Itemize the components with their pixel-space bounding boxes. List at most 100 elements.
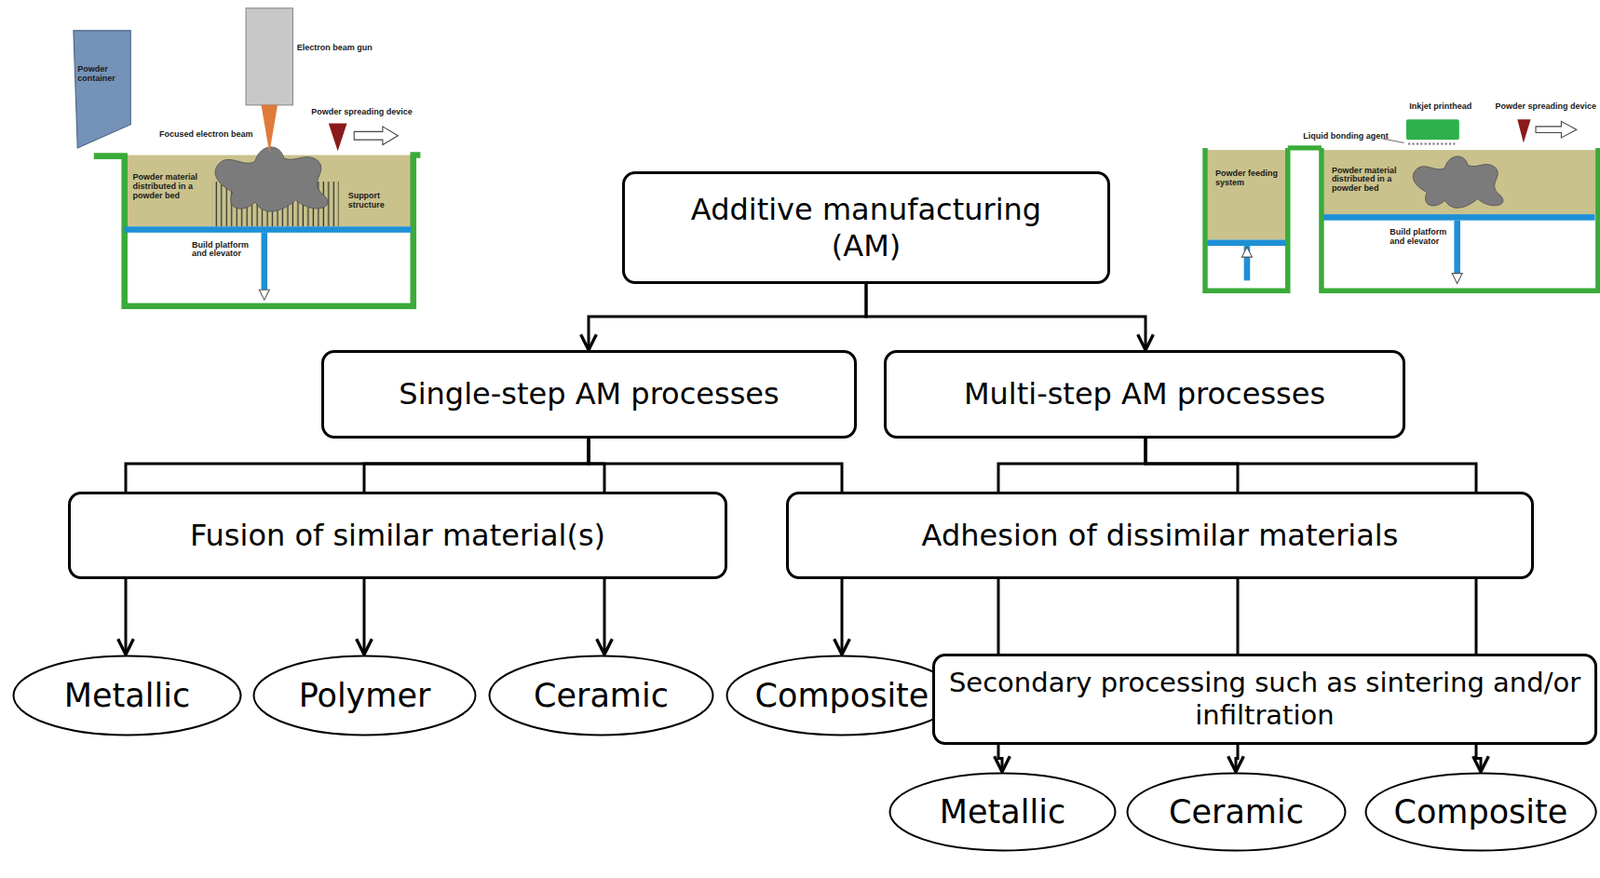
connector-arrow (998, 745, 1003, 773)
figure-label: Powder spreading device (1494, 102, 1597, 112)
material-label: Composite (755, 676, 930, 716)
oval-outline (890, 773, 1116, 852)
connector-arrow (588, 284, 867, 351)
binder-droplets (1408, 142, 1458, 145)
figure-label: Electron beam gun (297, 43, 373, 54)
figure-label: Liquid bonding agent (1302, 132, 1388, 142)
electron-beam-gun (245, 8, 293, 106)
oval-outline (727, 656, 957, 736)
text-holder: Additive manufacturing (AM) (665, 191, 1067, 264)
text-holder: Fusion of similar material(s) (189, 517, 606, 554)
material-oval: Metallic (12, 654, 243, 737)
text-holder: Polymer (298, 676, 432, 716)
powder-container (73, 30, 131, 149)
text-holder: Ceramic (533, 676, 669, 716)
box-label: Fusion of similar material(s) (189, 517, 606, 554)
powder-spreader (1517, 119, 1531, 143)
material-label: Metallic (64, 676, 190, 716)
feed-arrow (1241, 246, 1252, 258)
feed-powder (1206, 149, 1286, 240)
process-box: Secondary processing such as sintering a… (932, 653, 1598, 746)
figure-label: Powder spreading device (311, 108, 413, 118)
material-oval: Polymer (252, 654, 477, 737)
connector-arrow (866, 284, 1146, 351)
feed-chamber (1205, 148, 1289, 291)
build-chamber (1321, 148, 1599, 291)
text-holder: Single-step AM processes (398, 376, 779, 412)
figure-label: Powder material distributed in a powder … (132, 173, 210, 201)
mechanism-box: Adhesion of dissimilar materials (786, 491, 1534, 580)
material-oval: Ceramic (1125, 772, 1347, 853)
oval-outline (1365, 773, 1596, 852)
inkjet-printhead (1406, 119, 1460, 140)
figure-label: Powder material distributed in a powder … (1331, 166, 1404, 194)
box-label: Adhesion of dissimilar materials (922, 517, 1399, 554)
material-label: Metallic (939, 792, 1066, 832)
box-label: Single-step AM processes (398, 376, 779, 412)
material-oval: Metallic (888, 772, 1117, 853)
material-label: Ceramic (1168, 792, 1304, 832)
elevator-shaft (1453, 220, 1461, 276)
elevator-arrow (1451, 273, 1463, 285)
text-holder: Adhesion of dissimilar materials (922, 517, 1399, 554)
ebm-illustration (73, 8, 421, 307)
elevator-arrow (258, 289, 270, 300)
material-label: Polymer (298, 676, 432, 716)
figure-label: Build platform and elevator (1389, 228, 1451, 246)
electron-beam (260, 105, 278, 153)
elevator-shaft (260, 232, 268, 290)
mechanism-box: Fusion of similar material(s) (67, 491, 728, 580)
box-label: Additive manufacturing (AM) (665, 191, 1067, 264)
text-holder: Metallic (64, 676, 190, 716)
connector-arrow (603, 579, 607, 655)
connector-arrow (124, 579, 128, 655)
connector-line (1145, 438, 1477, 492)
text-holder: Metallic (939, 792, 1066, 832)
spreader-direction-arrow (1535, 121, 1577, 138)
material-oval: Composite (1364, 772, 1598, 853)
category-box: Multi-step AM processes (883, 350, 1406, 439)
material-oval: Ceramic (488, 654, 715, 737)
oval-outline (1127, 773, 1346, 852)
build-chamber (94, 155, 421, 307)
chamber-rim (1288, 145, 1322, 150)
connector-line (998, 438, 1146, 492)
oval-outline (254, 656, 476, 736)
category-box: Single-step AM processes (321, 350, 857, 439)
built-part (1412, 156, 1504, 208)
figure-label: Focused electron beam (159, 130, 254, 140)
figure-label: Powder feeding system (1215, 169, 1279, 188)
built-part (215, 147, 328, 212)
connector-arrow (1476, 745, 1481, 773)
text-holder: Composite (1393, 792, 1568, 832)
box-label: Secondary processing such as sintering a… (935, 666, 1595, 733)
connector-line (364, 438, 589, 492)
box-label: Multi-step AM processes (963, 376, 1326, 412)
figure-label: Inkjet printhead (1409, 102, 1472, 112)
text-holder: Multi-step AM processes (963, 376, 1326, 412)
material-label: Ceramic (533, 676, 669, 716)
root-box: Additive manufacturing (AM) (622, 171, 1111, 285)
connector-line (1236, 579, 1240, 654)
connector-line (1475, 579, 1478, 654)
binder-jetting-illustration (1205, 119, 1599, 291)
material-label: Composite (1393, 792, 1568, 832)
figure-label: Powder container (77, 65, 123, 83)
powder-spreader (328, 123, 348, 152)
figure-label: Build platform and elevator (191, 241, 256, 259)
text-holder: Secondary processing such as sintering a… (935, 666, 1595, 733)
connector-line (125, 438, 589, 492)
powder-bed (1323, 149, 1598, 215)
spreader-direction-arrow (353, 126, 398, 146)
build-platform (124, 226, 412, 233)
feed-platform (1206, 239, 1286, 246)
text-holder: Composite (755, 676, 930, 716)
connector-line (997, 579, 1001, 654)
text-holder: Ceramic (1168, 792, 1304, 832)
oval-outline (13, 656, 242, 736)
build-platform (1323, 214, 1595, 221)
connector-arrow (363, 579, 367, 655)
figure-label: Support structure (348, 191, 394, 210)
